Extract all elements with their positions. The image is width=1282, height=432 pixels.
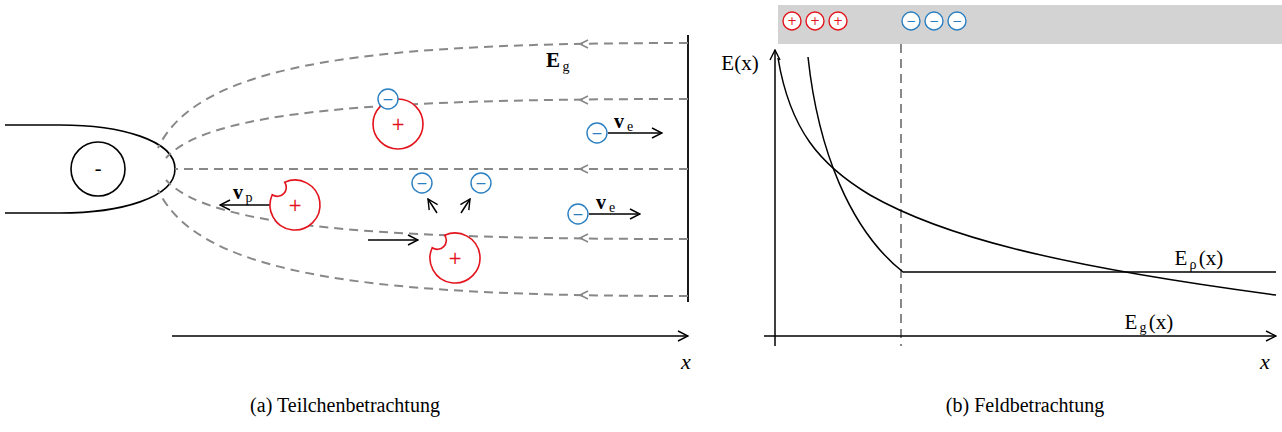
- electrode-tip: -: [70, 141, 126, 197]
- symbol-label: v: [614, 111, 624, 131]
- symbol-label: x: [1260, 351, 1270, 373]
- charge-sign: +: [448, 250, 462, 267]
- symbol-label: p: [246, 191, 253, 205]
- symbol-label: e: [609, 201, 615, 215]
- symbol-label: (x): [1199, 248, 1224, 269]
- positive-charge: +: [805, 11, 825, 31]
- field-lines: [158, 43, 688, 296]
- symbol-label: x: [681, 351, 691, 373]
- symbol-label: E: [1125, 312, 1138, 333]
- electron: −: [924, 11, 944, 31]
- charge-circle: [948, 12, 966, 30]
- charge-sign: −: [475, 176, 487, 190]
- positive-ion: +: [429, 232, 481, 284]
- field-arrowheads: [580, 40, 588, 299]
- electron: −: [567, 203, 589, 225]
- subfigure-caption: (b) Feldbetrachtung: [946, 395, 1104, 415]
- electron: −: [947, 11, 967, 31]
- boundary-line: [900, 44, 902, 346]
- x-axis: [764, 335, 1276, 337]
- charge-circle: [806, 12, 824, 30]
- symbol-label: E(x): [721, 53, 758, 74]
- charge-circle: [412, 173, 432, 193]
- velocity-arrows: [220, 133, 662, 240]
- symbol-label: E: [1175, 248, 1188, 269]
- subfigure-caption: (a) Teilchenbetrachtung: [250, 395, 440, 415]
- charge-sign: +: [288, 197, 302, 214]
- electron: −: [411, 172, 433, 194]
- charge-sign: −: [572, 207, 584, 221]
- field-curve-rho: [808, 57, 1276, 272]
- charge-sign: +: [787, 15, 797, 27]
- symbol-label: g: [1140, 321, 1147, 335]
- electron: −: [377, 88, 399, 110]
- symbol-label: (x): [1149, 312, 1174, 333]
- ion-outline: [430, 233, 480, 283]
- symbol-label: g: [563, 60, 570, 74]
- symbol-label: E: [546, 50, 560, 71]
- symbol-label: v: [596, 192, 606, 212]
- y-axis: [774, 50, 776, 346]
- charge-circle: [471, 173, 491, 193]
- charge-band: [778, 5, 1282, 44]
- x-axis: [172, 335, 688, 337]
- field-curve-g: [778, 58, 1276, 295]
- charge-sign: −: [929, 15, 939, 27]
- charge-sign: +: [391, 116, 405, 133]
- charge-sign: −: [591, 126, 603, 140]
- charge-circle: [902, 12, 920, 30]
- charge-sign: +: [810, 15, 820, 27]
- positive-charge: +: [782, 11, 802, 31]
- charge-circle: [829, 12, 847, 30]
- positive-ion: +: [269, 179, 321, 231]
- charge-circle: [783, 12, 801, 30]
- positive-charge: +: [828, 11, 848, 31]
- symbol-label: e: [627, 120, 633, 134]
- charge-sign: −: [416, 176, 428, 190]
- charge-circle: [71, 142, 125, 196]
- electrode-outline: [5, 125, 175, 213]
- electron: −: [901, 11, 921, 31]
- charge-sign: −: [382, 92, 394, 106]
- ion-outline: [270, 180, 320, 230]
- charge-sign: −: [952, 15, 962, 27]
- electron: −: [586, 122, 608, 144]
- charge-circle: [568, 204, 588, 224]
- charge-circle: [587, 123, 607, 143]
- charge-sign: −: [906, 15, 916, 27]
- charge-sign: +: [833, 15, 843, 27]
- symbol-label: ρ: [1190, 258, 1197, 272]
- charge-circle: [925, 12, 943, 30]
- electron: −: [470, 172, 492, 194]
- symbol-label: v: [233, 182, 243, 202]
- charge-sign: -: [94, 159, 101, 179]
- charge-circle: [378, 89, 398, 109]
